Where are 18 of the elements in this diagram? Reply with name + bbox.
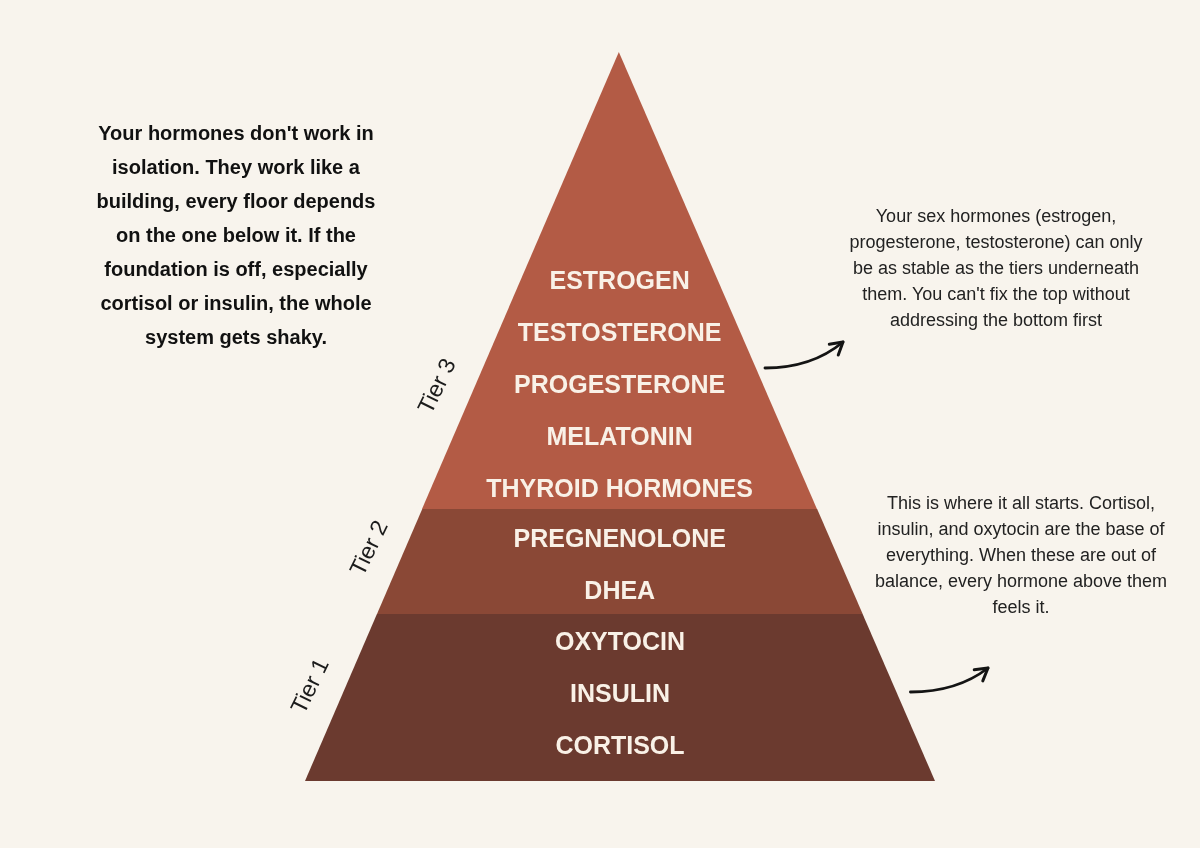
hormone-name: PREGNENOLONE <box>513 525 726 551</box>
curved-arrow <box>909 666 990 694</box>
tier-label: Tier 3 <box>413 354 461 418</box>
hormone-name: PROGESTERONE <box>514 371 726 397</box>
hormone-name: DHEA <box>584 577 656 603</box>
annotation-text: Your sex hormones (estrogen, progesterone, testosterone) can only be as stable as the tiers underneath them. You can't fix the top without addressing the bottom first <box>848 205 1144 332</box>
tier-label: Tier 1 <box>286 654 334 718</box>
hormone-name: INSULIN <box>570 680 670 706</box>
annotation-text: This is where it all starts. Cortisol, insulin, and oxytocin are the base of everything. When these are out of balance, every hormone above them feels it. <box>873 492 1169 619</box>
hormone-name: ESTROGEN <box>549 267 690 293</box>
tier-label: Tier 2 <box>345 516 393 580</box>
hormone-name: TESTOSTERONE <box>517 319 722 345</box>
hormone-name: THYROID HORMONES <box>486 475 753 501</box>
intro-paragraph: Your hormones don't work in isolation. They work like a building, every floor depends on the one below it. If the foundation is off, especially cortisol or insulin, the whole system gets shaky. <box>95 121 377 350</box>
curved-arrow <box>763 340 845 370</box>
hormone-name: CORTISOL <box>555 732 685 758</box>
hormone-name: OXYTOCIN <box>554 628 686 654</box>
hormone-name: MELATONIN <box>546 423 693 449</box>
